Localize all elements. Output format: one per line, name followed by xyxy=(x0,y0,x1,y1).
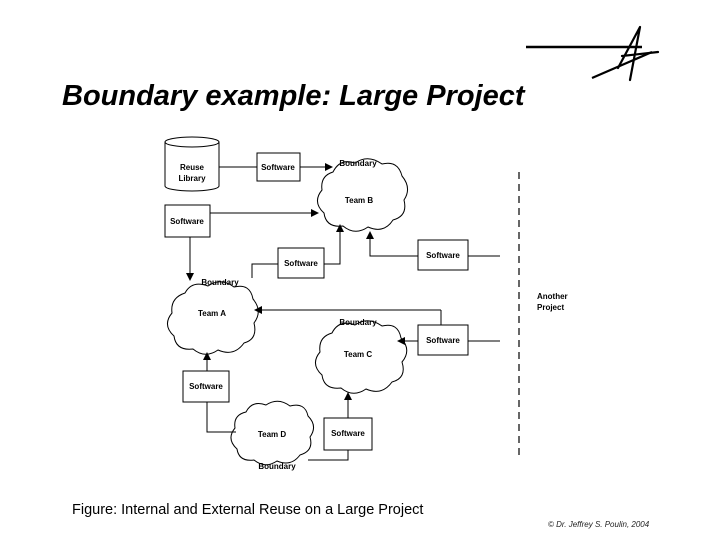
software-label: Software xyxy=(331,429,365,438)
software-label: Software xyxy=(426,336,460,345)
team-a-label: Team A xyxy=(198,309,226,318)
another-project-label: Project xyxy=(537,303,564,312)
boundary-label: Boundary xyxy=(258,462,296,471)
team-d-label: Team D xyxy=(258,430,287,439)
reuse-library-label: Library xyxy=(178,174,206,183)
reuse-library: Reuse Library xyxy=(164,136,220,192)
team-c-label: Team C xyxy=(344,350,373,359)
software-box xyxy=(417,324,469,356)
software-label: Software xyxy=(170,217,204,226)
copyright-notice: © Dr. Jeffrey S. Poulin, 2004 xyxy=(548,520,650,529)
slide-title: Boundary example: Large Project xyxy=(62,80,525,112)
software-box xyxy=(277,247,325,279)
team-b-label: Team B xyxy=(345,196,374,205)
software-box xyxy=(164,204,211,238)
boundary-label: Boundary xyxy=(201,278,239,287)
boundary-label: Boundary xyxy=(339,159,377,168)
company-logo-icon xyxy=(526,25,660,82)
figure-caption: Figure: Internal and External Reuse on a… xyxy=(72,502,424,518)
team-a-boundary xyxy=(167,281,259,355)
software-label: Software xyxy=(284,259,318,268)
team-c-boundary xyxy=(315,320,408,394)
reuse-library-label: Reuse xyxy=(180,163,205,172)
team-b-boundary xyxy=(317,158,408,232)
boundary-label: Boundary xyxy=(339,318,377,327)
software-label: Software xyxy=(426,251,460,260)
another-project-label: Another xyxy=(537,292,568,301)
software-box xyxy=(417,239,469,271)
software-label: Software xyxy=(189,382,223,391)
software-box xyxy=(323,417,373,451)
software-box xyxy=(182,370,230,403)
team-d-boundary xyxy=(230,400,314,466)
software-label: Software xyxy=(261,163,295,172)
